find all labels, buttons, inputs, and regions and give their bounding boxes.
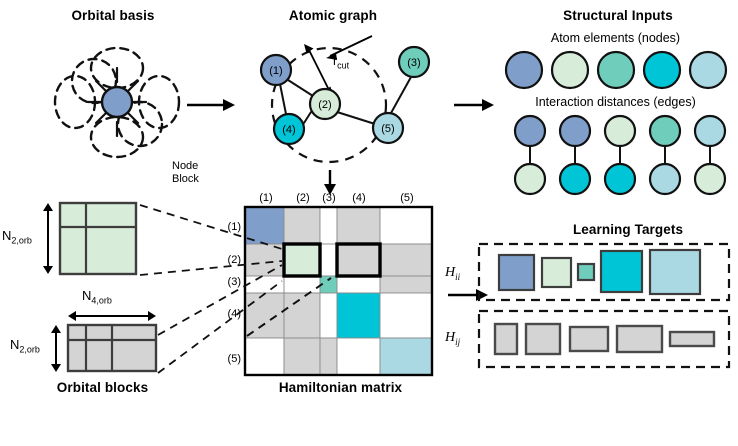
orbital-block-connectors xyxy=(130,195,290,385)
matrix-row-headers: (1) (2) (3) (4) (5) xyxy=(228,221,241,365)
graph-node-5-label: (5) xyxy=(381,123,394,135)
matrix-diagonal-dashes xyxy=(246,277,332,337)
graph-node-4 xyxy=(272,112,306,146)
matrix-row-header-5: (5) xyxy=(228,353,241,365)
matrix-col-header-3: (3) xyxy=(322,192,335,204)
graph-node-4-label: (4) xyxy=(282,124,295,136)
graph-node-3 xyxy=(397,45,431,79)
h-ii-block-1 xyxy=(497,253,536,292)
graph-node-1-label: (1) xyxy=(269,65,282,77)
h-ij-block-3 xyxy=(568,325,610,353)
h-ij-dashed-box xyxy=(477,309,731,369)
node-circle-4 xyxy=(642,50,682,90)
arrow-graph-to-node2 xyxy=(326,35,373,60)
cutoff-circle xyxy=(270,46,388,164)
edge-top-circle-4 xyxy=(648,114,682,148)
orbital-basis-title: Orbital basis xyxy=(71,8,155,23)
graph-node-2 xyxy=(308,87,342,121)
h-ij-block-4 xyxy=(615,324,664,354)
rcut-arrow xyxy=(304,44,333,96)
n2-orb-arrow-onsite xyxy=(40,203,56,276)
h-ii-dashed-box xyxy=(477,242,731,302)
orbital-radial-ticks xyxy=(86,66,148,138)
h-ii-block-4 xyxy=(599,249,644,294)
atom-elements-label: Atom elements (nodes) xyxy=(550,31,681,45)
matrix-row-header-4: (4) xyxy=(228,308,241,320)
matrix-col-header-2: (2) xyxy=(296,192,309,204)
arrow-basis-to-graph xyxy=(185,95,237,115)
h-ij-label: Hij xyxy=(445,330,461,347)
orbital-center-atom xyxy=(100,85,134,119)
n4-orb-label: N4,orb xyxy=(82,288,112,306)
edge-top-circle-5 xyxy=(693,114,727,148)
edge-1-4 xyxy=(279,83,287,115)
hamiltonian-matrix-title: Hamiltonian matrix xyxy=(278,380,403,395)
n2-orb-label-offsite: N2,orb xyxy=(10,337,40,355)
h-ij-block-5 xyxy=(668,330,716,348)
n4-orb-arrow xyxy=(68,309,158,323)
h-ii-block-3 xyxy=(576,262,596,282)
interaction-distances-label: Interaction distances (edges) xyxy=(535,95,696,109)
node-circle-2 xyxy=(550,50,590,90)
edge-3-5 xyxy=(390,76,412,114)
edge-bottom-circle-2 xyxy=(558,162,592,196)
orbital-block-offsite xyxy=(66,323,158,373)
matrix-col-header-1: (1) xyxy=(259,192,272,204)
edge-bottom-circle-4 xyxy=(648,162,682,196)
graph-nodes xyxy=(259,45,431,146)
graph-edges xyxy=(279,76,412,125)
graph-node-3-label: (3) xyxy=(407,57,420,69)
node-circle-5 xyxy=(688,50,728,90)
matrix-col-header-5: (5) xyxy=(400,192,413,204)
edge-bottom-circle-3 xyxy=(603,162,637,196)
h-ii-block-5 xyxy=(648,248,702,296)
orbital-basis-figure xyxy=(28,30,208,170)
orbital-blocks-title: Orbital blocks xyxy=(56,380,149,395)
structural-inputs-title: Structural Inputs xyxy=(563,8,673,23)
hamiltonian-matrix: (1) (2) (3) (4) (5) (1) (2) (3) (4) (5) xyxy=(228,190,440,377)
matrix-outer-border xyxy=(243,205,434,377)
orbital-lobe-bottom xyxy=(89,115,145,159)
matrix-highlight-offsite xyxy=(335,242,382,278)
h-ii-group xyxy=(477,242,733,303)
node-circle-3 xyxy=(596,50,636,90)
atomic-graph-figure: (1) (2) (3) (4) (5) xyxy=(250,28,445,173)
edge-top-circle-3 xyxy=(603,114,637,148)
edge-top-circle-1 xyxy=(513,114,547,148)
node-circle-1 xyxy=(504,50,544,90)
learning-targets-title: Learning Targets xyxy=(572,222,684,237)
matrix-highlight-onsite xyxy=(282,242,322,278)
rcut-label: rcut xyxy=(333,54,350,71)
graph-node-5 xyxy=(371,111,405,145)
graph-node-2-label: (2) xyxy=(318,99,331,111)
matrix-row-header-3: (3) xyxy=(228,276,241,288)
orbital-block-onsite xyxy=(58,201,138,276)
edge-bottom-circle-1 xyxy=(513,162,547,196)
n2-orb-arrow-offsite xyxy=(48,325,64,373)
matrix-row-header-1: (1) xyxy=(228,221,241,233)
arrow-graph-to-inputs xyxy=(452,95,496,115)
node-circles-row xyxy=(502,50,732,90)
h-ij-group xyxy=(477,309,733,370)
graph-node-1 xyxy=(259,53,293,87)
h-ij-block-2 xyxy=(524,322,562,356)
matrix-row-header-2: (2) xyxy=(228,254,241,266)
atomic-graph-title: Atomic graph xyxy=(288,8,378,23)
arrow-graph-down-to-matrix xyxy=(320,170,340,196)
matrix-col-headers: (1) (2) (3) (4) (5) xyxy=(259,192,413,204)
matrix-col-header-4: (4) xyxy=(352,192,365,204)
edge-2-5 xyxy=(336,111,376,125)
h-ij-block-1 xyxy=(493,322,519,356)
edge-2-4 xyxy=(303,111,312,124)
n2-orb-label-onsite: N2,orb xyxy=(2,228,32,246)
edge-bottom-circle-5 xyxy=(693,162,727,196)
edge-pairs-row xyxy=(508,114,733,196)
edge-1-2 xyxy=(287,79,314,97)
edge-top-circle-2 xyxy=(558,114,592,148)
node-block-label: Node Block xyxy=(172,160,199,185)
h-ii-label: Hii xyxy=(445,265,461,282)
h-ii-block-2 xyxy=(540,256,573,289)
